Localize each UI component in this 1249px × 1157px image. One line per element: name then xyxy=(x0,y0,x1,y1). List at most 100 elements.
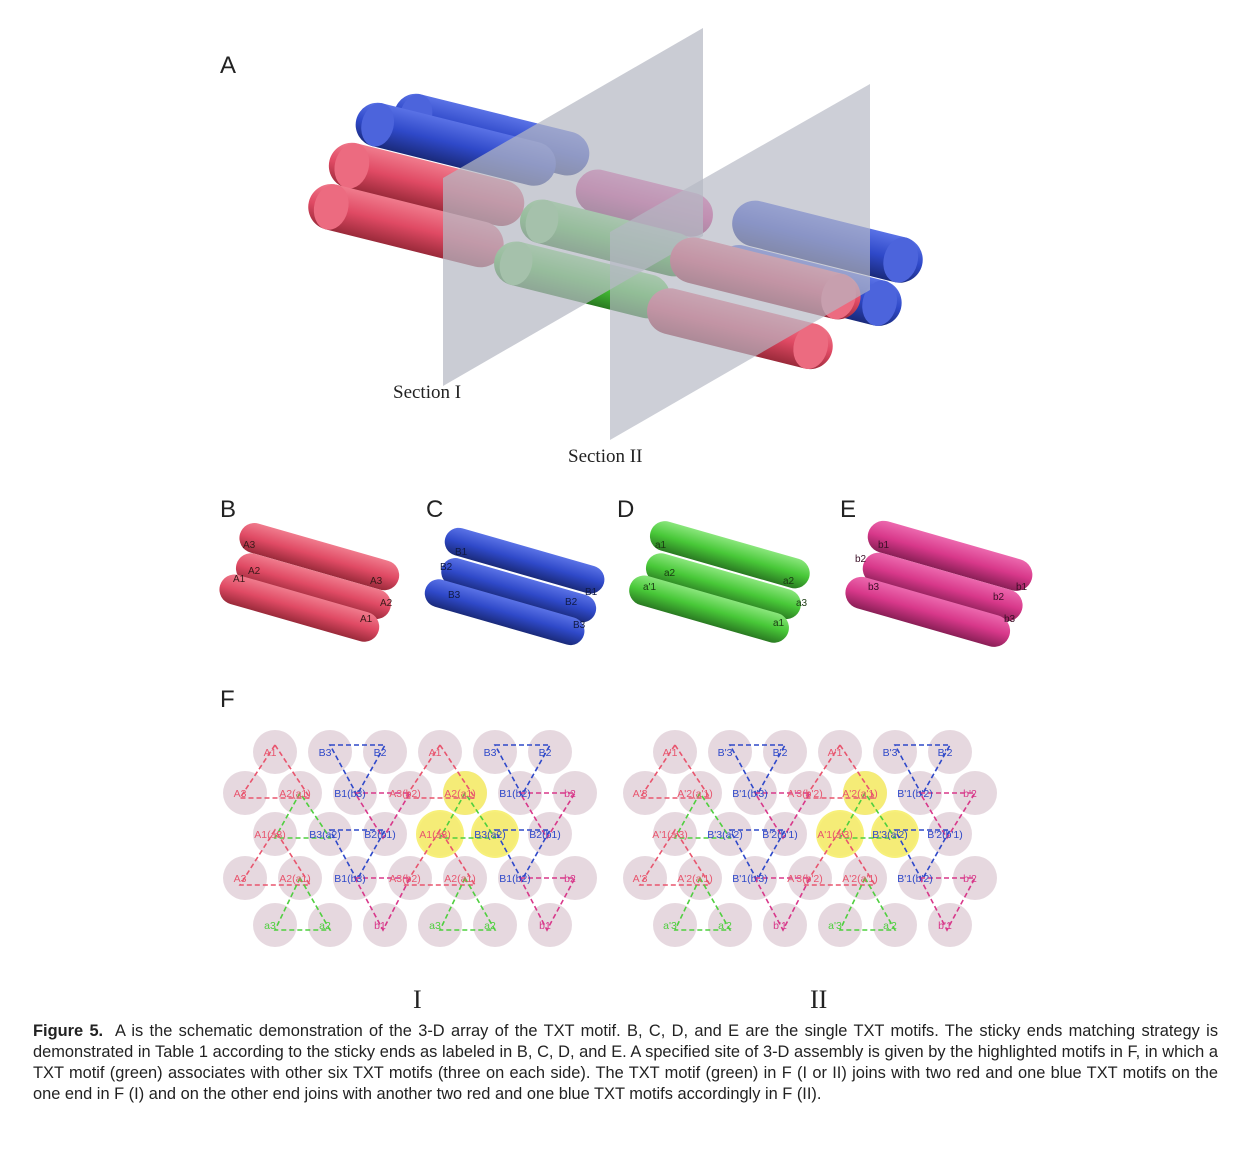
lattice-i-circle xyxy=(308,730,352,774)
lattice-i-label: A3(b2) xyxy=(389,788,421,800)
lattice-i-label: B1(b3) xyxy=(334,873,366,885)
lattice-ii-label: b'1 xyxy=(938,920,952,932)
lattice-i-label: A1(a3) xyxy=(419,829,451,841)
lattice-ii-magenta-triangle xyxy=(918,792,977,840)
motif-b-end-label: A3 xyxy=(243,540,256,551)
motif-d-end-label: a'1 xyxy=(643,582,656,593)
lattice-i-label: B3(a2) xyxy=(474,829,506,841)
lattice-i-label: B2(b1) xyxy=(364,829,396,841)
motif-e-end-label: b2 xyxy=(855,554,867,565)
lattice-ii-circle xyxy=(623,771,667,815)
lattice-ii-label: A'2(a'1) xyxy=(842,873,878,885)
lattice-i-label: I xyxy=(413,985,422,1014)
lattice-ii-label: B'2(b'1) xyxy=(762,829,798,841)
lattice-ii-circle xyxy=(928,730,972,774)
lattice-i-circle xyxy=(418,730,462,774)
lattice-ii-label: A'1(a'3) xyxy=(817,829,853,841)
panel-label-f: F xyxy=(220,686,235,713)
lattice-i-circle xyxy=(223,771,267,815)
lattice-i-label: B1(b3) xyxy=(334,788,366,800)
lattice-i-label: B1(b2) xyxy=(499,788,531,800)
lattice-ii-circle xyxy=(953,771,997,815)
lattice-i-blue-triangle xyxy=(493,744,552,797)
lattice-i-blue-triangle xyxy=(328,744,387,797)
lattice-ii-label: B'1(b'2) xyxy=(897,788,933,800)
motif-c-end-label: B2 xyxy=(440,562,453,573)
lattice-ii-label: a'3 xyxy=(828,920,842,932)
lattice-ii-magenta-triangle xyxy=(753,792,812,840)
lattice-i-label: b1 xyxy=(539,920,551,932)
motif-e-end-label: b1 xyxy=(1016,582,1028,593)
lattice-ii-circle xyxy=(788,771,832,815)
lattice-i-circle xyxy=(418,903,462,947)
lattice-i-label: A2(a1) xyxy=(444,788,476,800)
lattice-ii-label: A'2(a'1) xyxy=(677,788,713,800)
motif-e-end-label: b3 xyxy=(868,582,880,593)
lattice-ii-label: A'1 xyxy=(663,747,678,759)
motif-d-end-label: a3 xyxy=(796,598,808,609)
caption-text: A is the schematic demonstration of the … xyxy=(33,1022,1219,1103)
lattice-ii-label: B'1(b'3) xyxy=(732,788,768,800)
motif-c-end-label: B1 xyxy=(585,587,598,598)
lattice-i-circle xyxy=(553,856,597,900)
lattice-ii-circle xyxy=(928,812,972,856)
lattice-ii-label: B'2(b'1) xyxy=(927,829,963,841)
lattice-ii-circle xyxy=(873,730,917,774)
lattice-ii-green-triangle xyxy=(673,791,732,839)
lattice-i-circle xyxy=(308,812,352,856)
panel-label-d: D xyxy=(617,496,635,523)
lattice-ii-blue-triangle xyxy=(728,829,787,882)
lattice-ii-label: a'2 xyxy=(883,920,897,932)
lattice-ii-label: A'3 xyxy=(633,873,648,885)
lattice-i-green-triangle xyxy=(438,791,497,839)
lattice-i-label: b1 xyxy=(374,920,386,932)
lattice-i-circle xyxy=(253,812,297,856)
lattice-ii-green-triangle xyxy=(838,791,897,839)
lattice-i-label: a3 xyxy=(429,920,441,932)
motif-e-end-label: b2 xyxy=(993,592,1005,603)
lattice-i-label: A3(b2) xyxy=(389,873,421,885)
motif-d-green xyxy=(629,521,810,643)
motif-e-end-label: b3 xyxy=(1004,614,1016,625)
panel-label-c: C xyxy=(426,496,444,523)
lattice-ii-green-triangle xyxy=(838,876,897,931)
lattice-ii-circle xyxy=(653,730,697,774)
motif-d-end-label: a1 xyxy=(655,540,667,551)
lattice-i-label: B2 xyxy=(374,747,387,759)
lattice-i-magenta-triangle xyxy=(353,792,412,840)
motif-e-magenta xyxy=(845,520,1033,647)
lattice-i-green-triangle xyxy=(273,791,332,839)
lattice-i-label: B3 xyxy=(319,747,332,759)
lattice-i-label: a2 xyxy=(484,920,496,932)
lattice-ii-red-triangle xyxy=(803,743,877,799)
motif-d-end-label: a2 xyxy=(664,568,676,579)
lattice-i-circle xyxy=(388,771,432,815)
lattice-i-label: B3 xyxy=(484,747,497,759)
motif-c-end-label: B2 xyxy=(565,597,578,608)
lattice-i-red-triangle xyxy=(403,828,477,886)
lattice-i-circle xyxy=(473,903,517,947)
motif-c-end-label: B1 xyxy=(455,547,468,558)
lattice-i-circle xyxy=(528,730,572,774)
motif-b-end-label: A1 xyxy=(360,614,373,625)
lattice-i-magenta-triangle xyxy=(518,792,577,840)
lattice-ii-label: A'2(a'1) xyxy=(677,873,713,885)
lattice-i-green-triangle xyxy=(438,876,497,931)
lattice-ii-label: II xyxy=(810,985,828,1014)
figure-label: Figure 5. xyxy=(33,1022,104,1040)
lattice-ii-highlight xyxy=(871,810,919,858)
lattice-i-blue-triangle xyxy=(493,829,552,882)
panel-label-a: A xyxy=(220,52,237,79)
lattice-ii-blue-triangle xyxy=(893,829,952,882)
lattice-ii-circle xyxy=(708,730,752,774)
lattice-i-label: B3(a2) xyxy=(309,829,341,841)
lattice-i-label: A2(a1) xyxy=(279,873,311,885)
section-ii-label: Section II xyxy=(568,446,643,467)
lattice-ii-circle xyxy=(708,812,752,856)
motif-b-red xyxy=(219,523,400,642)
lattice-i-label: A3 xyxy=(234,788,247,800)
section-i-label: Section I xyxy=(393,382,462,403)
lattice-ii-label: B'3(a'2) xyxy=(872,829,908,841)
